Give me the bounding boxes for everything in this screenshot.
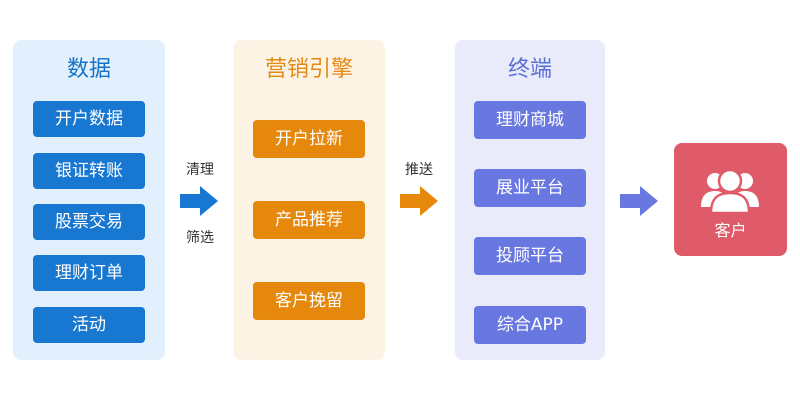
terminal-panel: 终端 理财商城 展业平台 投顾平台 综合APP <box>455 40 605 360</box>
data-item-activities: 活动 <box>33 307 145 343</box>
terminal-item-advisory-platform: 投顾平台 <box>474 237 586 275</box>
arrow-cleanse-label: 清理 <box>186 162 214 178</box>
arrow-push-label: 推送 <box>405 162 433 178</box>
engine-panel-title: 营销引擎 <box>264 57 353 82</box>
terminal-panel-title: 终端 <box>507 57 552 82</box>
terminal-item-wealth-mall: 理财商城 <box>474 101 586 139</box>
data-panel: 数据 开户数据 银证转账 股票交易 理财订单 活动 <box>13 40 165 360</box>
data-panel-title: 数据 <box>66 57 111 82</box>
terminal-item-business-platform: 展业平台 <box>474 169 586 207</box>
data-item-stock-trading: 股票交易 <box>33 204 145 240</box>
arrow-right-icon-blue <box>180 186 218 216</box>
customer-box: 客户 <box>674 143 787 256</box>
data-item-account-opening: 开户数据 <box>33 101 145 137</box>
data-item-bank-transfer: 银证转账 <box>33 153 145 189</box>
users-icon <box>701 168 759 215</box>
arrow-right-icon-orange <box>400 186 438 216</box>
engine-item-product-recommendation: 产品推荐 <box>253 201 365 239</box>
terminal-item-app: 综合APP <box>474 306 586 344</box>
customer-label: 客户 <box>714 221 747 240</box>
engine-item-retention: 客户挽留 <box>253 282 365 320</box>
arrow-right-icon-purple <box>620 186 658 216</box>
engine-panel: 营销引擎 开户拉新 产品推荐 客户挽留 <box>233 40 385 360</box>
engine-item-acquisition: 开户拉新 <box>253 120 365 158</box>
data-item-wealth-orders: 理财订单 <box>33 255 145 291</box>
arrow-filter-label: 筛选 <box>186 230 214 246</box>
